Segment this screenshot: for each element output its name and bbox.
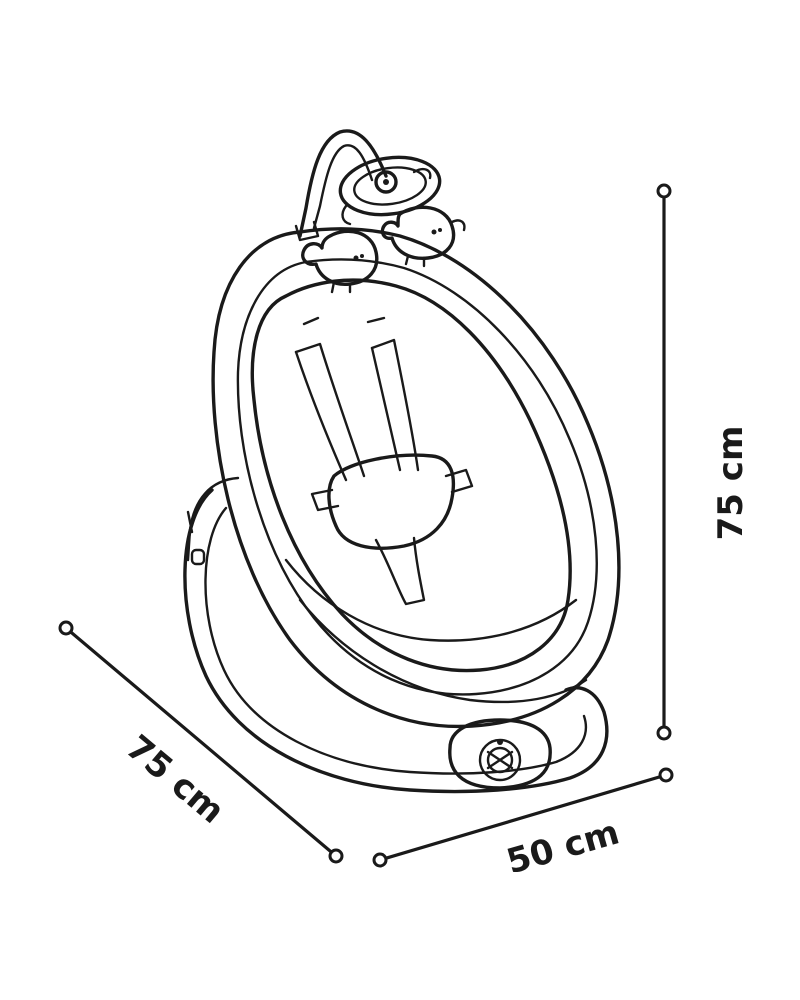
- dimension-width-end-right: [658, 767, 674, 783]
- dimension-depth-label: 75 cm: [118, 727, 232, 831]
- toy-bar-arch: [298, 129, 388, 238]
- dimension-height-end-top: [656, 183, 672, 199]
- seat-cushion-seam-lower: [298, 598, 588, 704]
- dimension-height-label: 75 cm: [711, 426, 751, 541]
- toy-elephant-right: [380, 205, 466, 268]
- swing-base-outer: [183, 488, 609, 794]
- swing-base-frame-leg-side: [186, 510, 194, 534]
- dimension-height-end-bottom: [656, 725, 672, 741]
- toy-mobile-disc: [338, 155, 442, 226]
- swing-base-connector: [190, 548, 206, 566]
- seat-inner-shell: [236, 258, 598, 696]
- dimension-height: 75 cm: [656, 183, 751, 741]
- toy-bar-mount: [294, 220, 320, 242]
- toy-bar-arch-inner: [312, 144, 374, 230]
- harness-crotch-strap: [374, 536, 426, 606]
- harness-waist-right: [444, 468, 474, 494]
- dimension-depth-end-top: [58, 620, 74, 636]
- dimension-depth-end-bottom: [328, 848, 344, 864]
- dimension-width-end-left: [372, 852, 388, 868]
- harness-strap-left-edge: [294, 350, 348, 482]
- harness-strap-left: [294, 342, 366, 478]
- seat-cushion-seam: [284, 558, 578, 642]
- harness-slot-right: [366, 316, 386, 324]
- swing-base-inner: [204, 506, 588, 775]
- harness-strap-right-edge: [370, 346, 402, 472]
- baby-swing-illustration: [183, 129, 621, 794]
- harness-slot-left: [302, 316, 320, 326]
- seat-fabric-pad: [250, 278, 572, 673]
- control-dial: [448, 718, 552, 790]
- toy-elephant-left: [301, 229, 379, 294]
- harness-buckle-pad: [327, 453, 456, 550]
- harness-waist-left: [310, 488, 340, 512]
- dimension-width-label: 50 cm: [502, 812, 623, 882]
- seat-outer-shell: [211, 227, 621, 729]
